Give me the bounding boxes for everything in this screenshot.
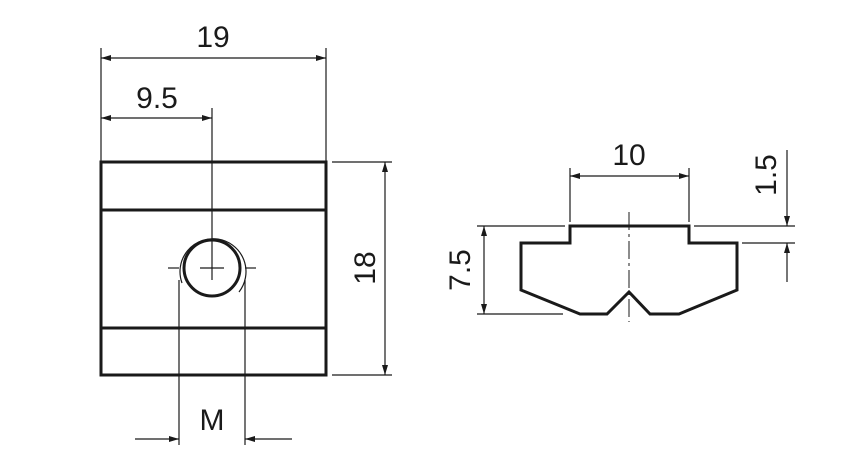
nut-outline	[99, 160, 328, 377]
front-view	[99, 160, 328, 377]
dim-overall-width-label: 19	[196, 21, 229, 54]
dim-height: 18	[332, 161, 392, 376]
dim-slot-width: 10	[569, 139, 690, 222]
dim-thread: M	[135, 280, 292, 445]
profile-outline	[519, 224, 739, 316]
dim-step-height: 1.5	[694, 150, 795, 282]
thread-arc	[179, 238, 247, 293]
dim-slot-width-label: 10	[612, 139, 645, 172]
dim-thread-label: M	[200, 404, 225, 437]
dim-overall-width: 19	[100, 21, 327, 162]
dim-profile-height-label: 7.5	[444, 249, 477, 291]
dim-height-label: 18	[349, 251, 382, 284]
dim-step-height-label: 1.5	[750, 154, 783, 196]
side-view	[519, 212, 739, 322]
dim-half-width-label: 9.5	[136, 82, 178, 115]
dim-half-width: 9.5	[101, 82, 213, 256]
dim-profile-height: 7.5	[444, 225, 565, 315]
